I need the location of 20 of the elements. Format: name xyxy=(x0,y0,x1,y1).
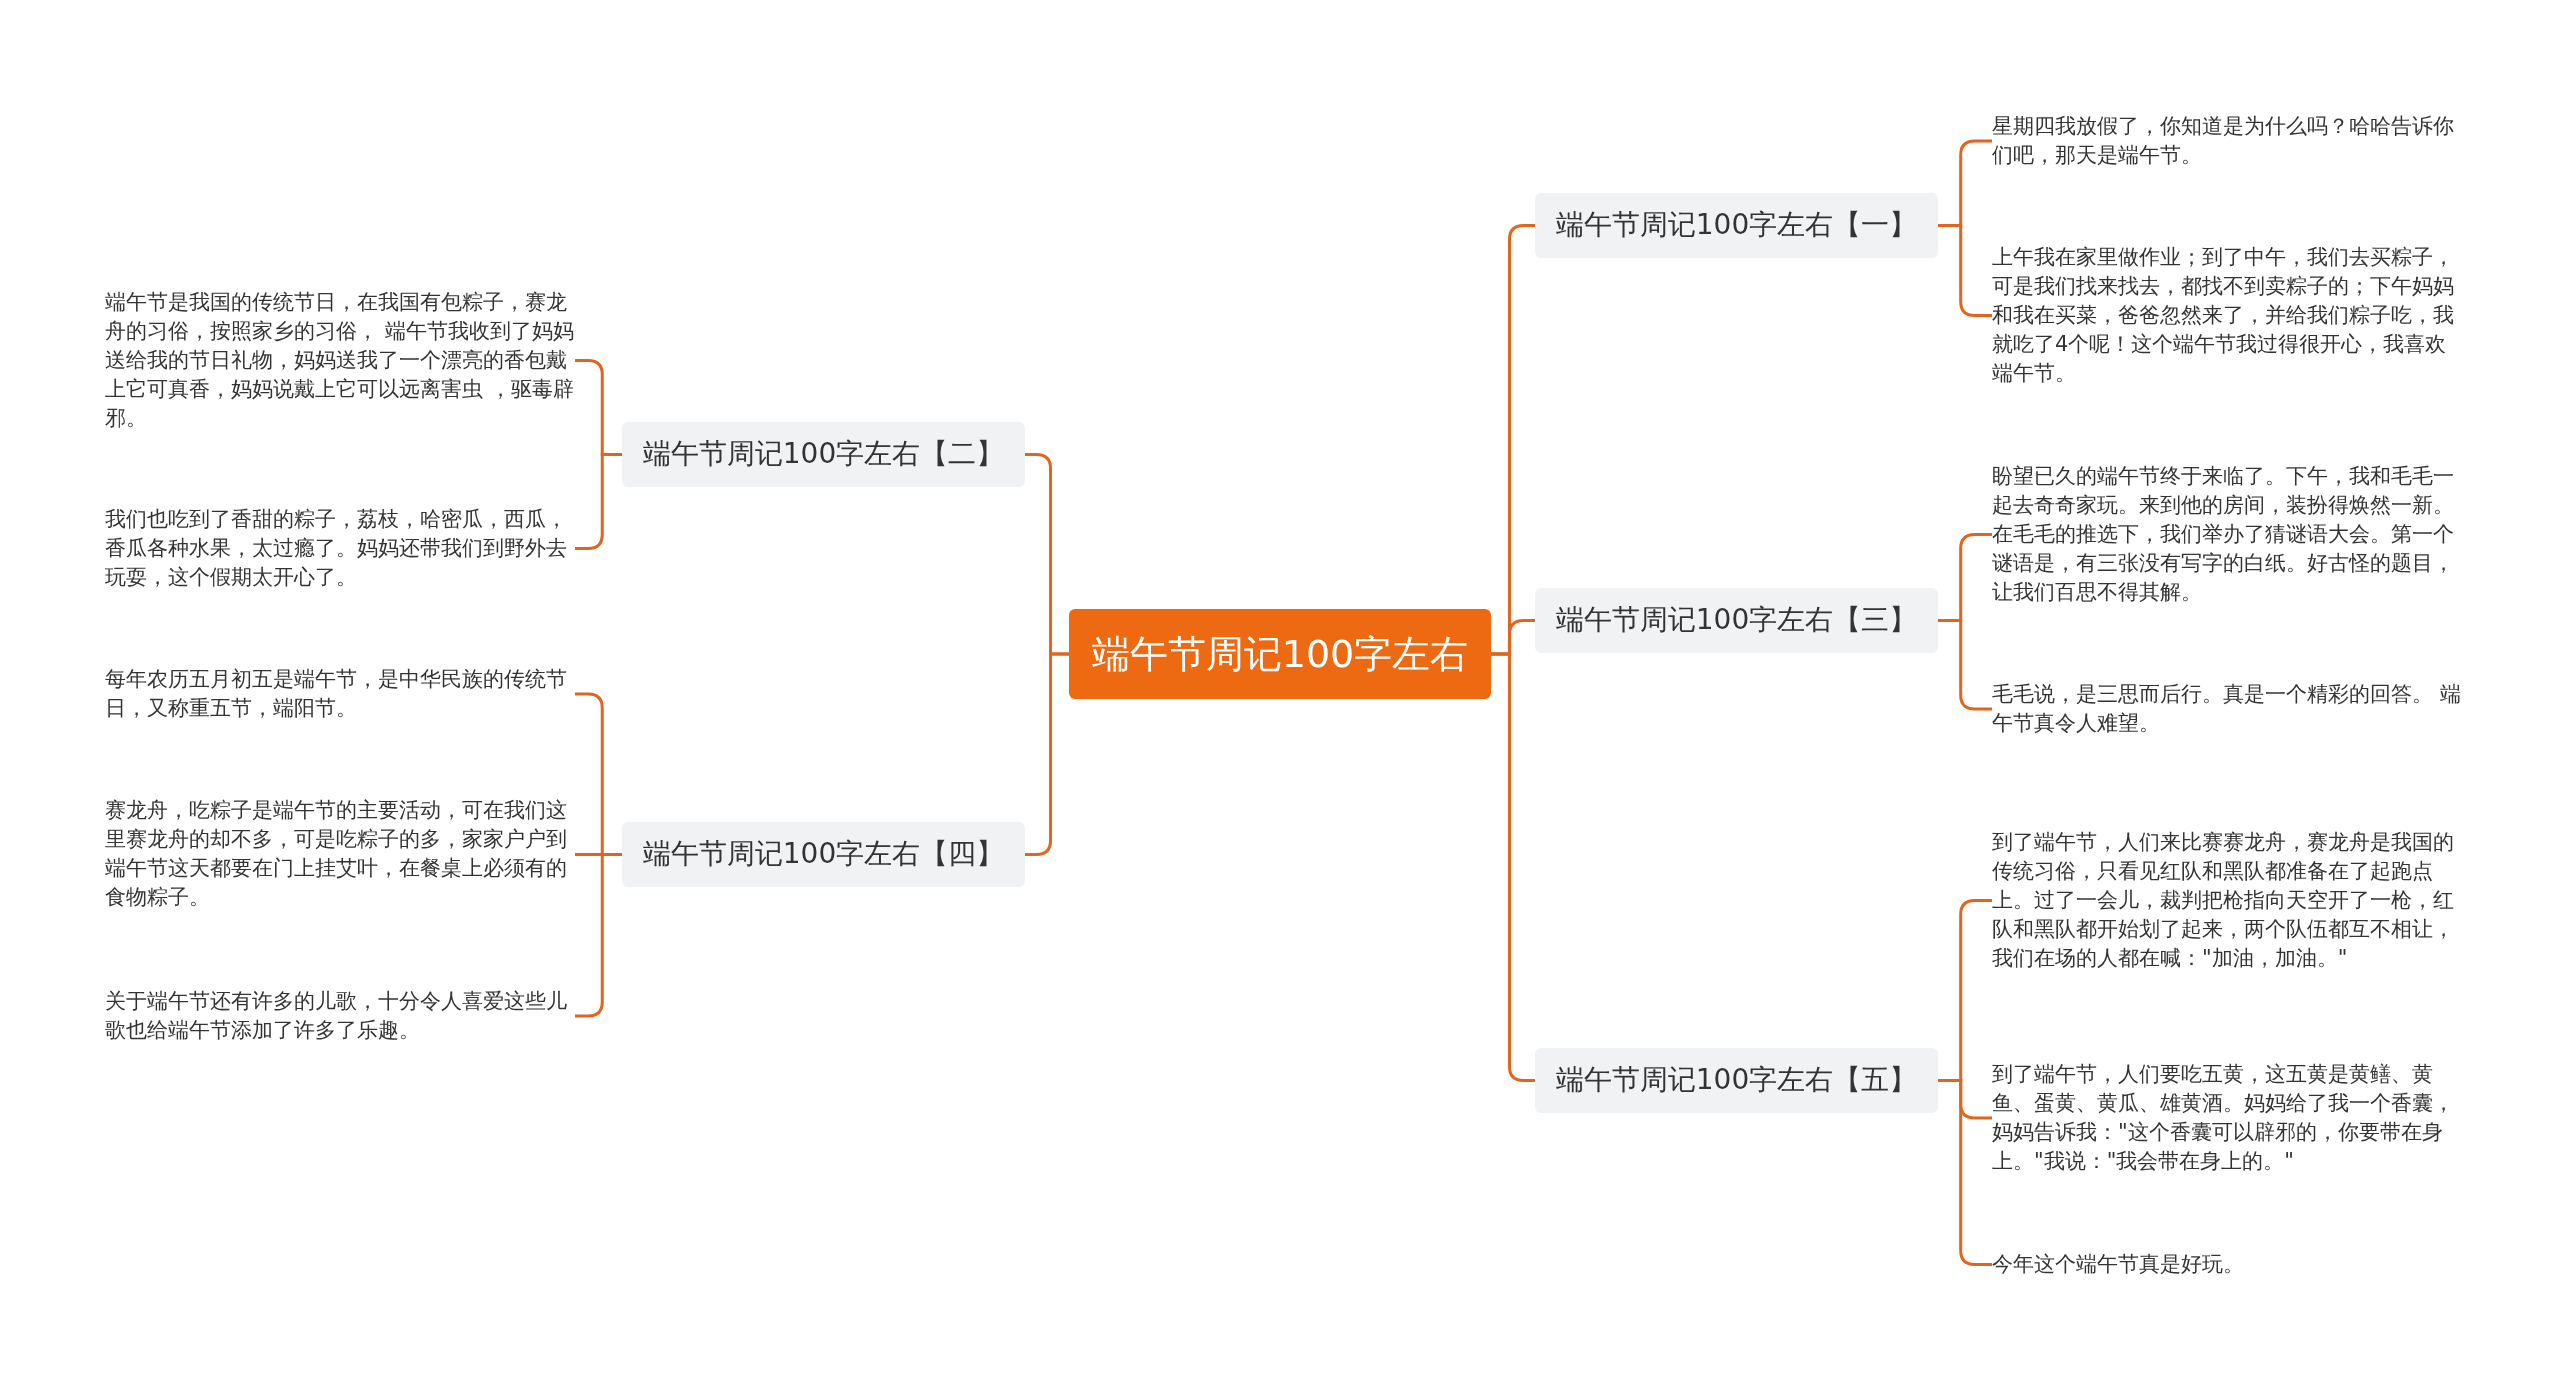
note-text: 今年这个端午节真是好玩。 xyxy=(1992,1249,2462,1279)
connector-line xyxy=(1025,652,1069,856)
note-text: 到了端午节，人们要吃五黄，这五黄是黄鳝、黄鱼、蛋黄、黄瓜、雄黄酒。妈妈给了我一个香囊，妈妈告诉我："这个香囊可以辟邪的，你要带在身上。"我说："我会带在身上的。" xyxy=(1992,1060,2462,1176)
note-text: 毛毛说，是三思而后行。真是一个精彩的回答。 端午节真令人难望。 xyxy=(1992,680,2462,738)
note-text: 星期四我放假了，你知道是为什么吗？哈哈告诉你们吧，那天是端午节。 xyxy=(1992,112,2462,170)
topic-box: 端午节周记100字左右【一】 xyxy=(1535,192,1938,258)
topic-box: 端午节周记100字左右【三】 xyxy=(1535,587,1938,653)
topic-box: 端午节周记100字左右【五】 xyxy=(1535,1047,1938,1113)
note-text: 赛龙舟，吃粽子是端午节的主要活动，可在我们这里赛龙舟的却不多，可是吃粽子的多，家家户户到端午节这天都要在门上挂艾叶，在餐桌上必须有的食物粽子。 xyxy=(105,796,575,912)
note-text: 每年农历五月初五是端午节，是中华民族的传统节日，又称重五节，端阳节。 xyxy=(105,665,575,723)
note-text: 关于端午节还有许多的儿歌，十分令人喜爱这些儿歌也给端午节添加了许多了乐趣。 xyxy=(105,987,575,1045)
note-text: 盼望已久的端午节终于来临了。下午，我和毛毛一起去奇奇家玩。来到他的房间，装扮得焕然一新。在毛毛的推选下，我们举办了猜谜语大会。第一个谜语是，有三张没有写字的白纸。好古怪的题目，让我们百思不得其解。 xyxy=(1992,461,2462,607)
topic-box: 端午节周记100字左右【二】 xyxy=(622,421,1025,487)
note-text: 上午我在家里做作业；到了中午，我们去买粽子，可是我们找来找去，都找不到卖粽子的；下午妈妈和我在买菜，爸爸忽然来了，并给我们粽子吃，我就吃了4个呢！这个端午节我过得很开心，我喜欢端午节。 xyxy=(1992,242,2462,388)
topic-box: 端午节周记100字左右【四】 xyxy=(622,821,1025,887)
note-text: 我们也吃到了香甜的粽子，荔枝，哈密瓜，西瓜，香瓜各种水果，太过瘾了。妈妈还带我们到野外去玩耍，这个假期太开心了。 xyxy=(105,504,575,592)
central-topic-box: 端午节周记100字左右 xyxy=(1069,609,1491,699)
connector-line xyxy=(1491,652,1535,1082)
note-text: 到了端午节，人们来比赛赛龙舟，赛龙舟是我国的传统习俗，只看见红队和黑队都准备在了起跑点上。过了一会儿，裁判把枪指向天空开了一枪，红队和黑队都开始划了起来，两个队伍都互不相让，我们在场的人都在喊："加油，加油。" xyxy=(1992,827,2462,973)
note-text: 端午节是我国的传统节日，在我国有包粽子，赛龙舟的习俗，按照家乡的习俗， 端午节我收到了妈妈送给我的节日礼物，妈妈送我了一个漂亮的香包戴上它可真香，妈妈说戴上它可以远离害虫 ，驱毒辟邪。 xyxy=(105,287,575,433)
